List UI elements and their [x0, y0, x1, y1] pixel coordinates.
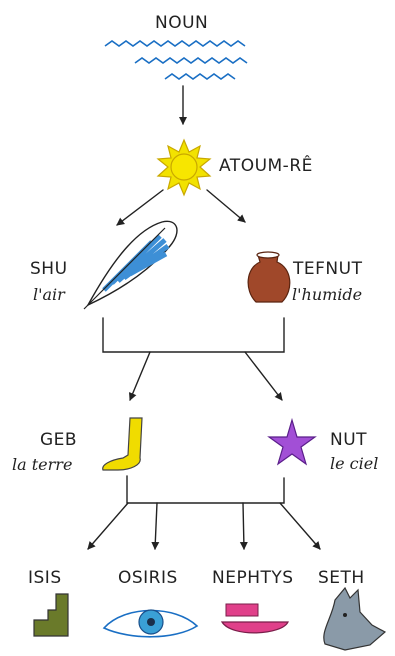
bracket-geb-nut [127, 476, 284, 503]
bracket-shu-tefnut [103, 318, 284, 352]
eye-icon [104, 610, 197, 637]
basket-icon [222, 604, 288, 633]
seth-label: SETH [318, 568, 365, 588]
leg-icon [103, 418, 142, 470]
geb-desc: la terre [12, 455, 72, 474]
water-waves-icon [105, 41, 247, 79]
feather-icon [84, 221, 177, 309]
atoum-label: ATOUM-RÊ [219, 154, 313, 176]
tefnut-label: TEFNUT [292, 259, 363, 279]
nut-label: NUT [330, 430, 367, 450]
jar-icon [248, 252, 290, 302]
jackal-icon [324, 588, 385, 650]
osiris-label: OSIRIS [118, 568, 178, 588]
star-icon [269, 420, 315, 464]
arrow-atoum-shu [117, 190, 163, 225]
nephtys-label: NEPHTYS [212, 568, 294, 588]
arrow-to-isis [88, 503, 128, 549]
tefnut-desc: l'humide [292, 285, 362, 304]
throne-icon [34, 594, 68, 636]
geb-label: GEB [40, 430, 77, 450]
arrow-to-osiris [155, 503, 157, 549]
noun-label: NOUN [155, 13, 208, 33]
arrow-to-geb [130, 352, 150, 400]
shu-desc: l'air [33, 285, 66, 304]
sun-icon [158, 140, 210, 195]
isis-label: ISIS [28, 568, 62, 588]
arrow-to-seth [280, 503, 320, 549]
arrow-atoum-tefnut [207, 190, 245, 222]
nut-desc: le ciel [330, 454, 378, 473]
arrow-to-nut [245, 352, 282, 400]
arrow-to-nephtys [243, 503, 244, 549]
shu-label: SHU [30, 259, 68, 279]
